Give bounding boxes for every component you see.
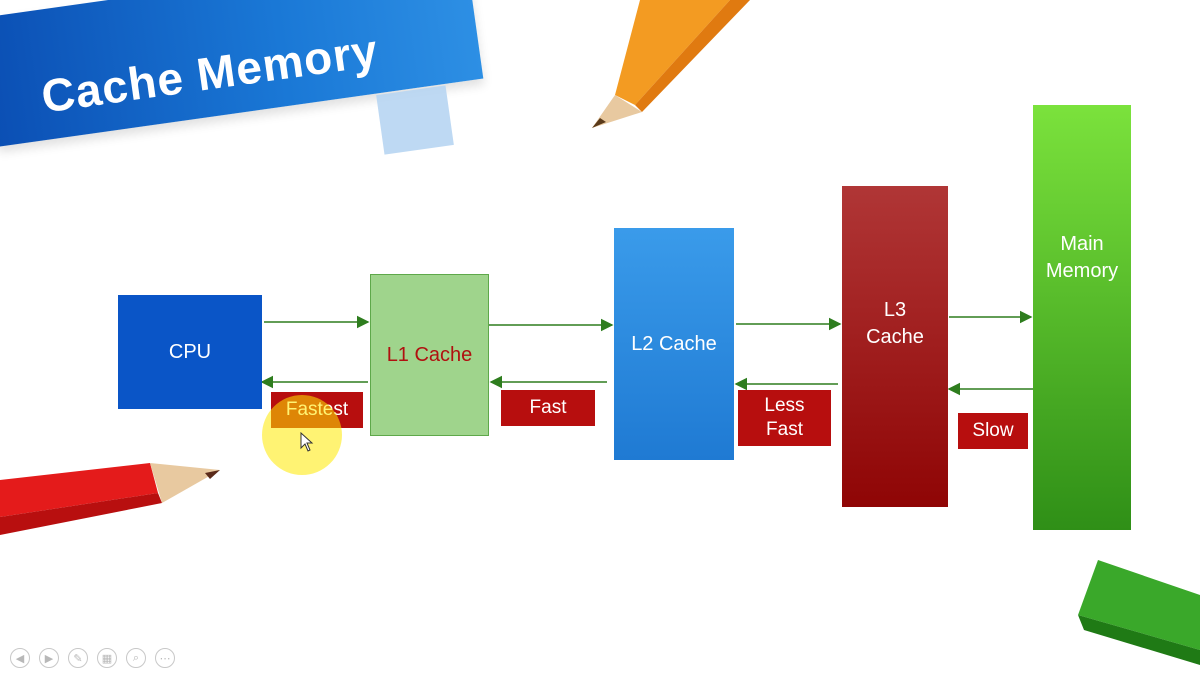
- l1-cache-block: L1 Cache: [370, 274, 489, 436]
- more-options-icon[interactable]: ⋯: [155, 648, 175, 668]
- speed-label-slow: Slow: [958, 413, 1028, 449]
- pen-icon[interactable]: ✎: [68, 648, 88, 668]
- slideshow-controls: ◀ ▶ ✎ ▦ ⌕ ⋯: [10, 648, 175, 668]
- speed-label-less-fast: Less Fast: [738, 390, 831, 446]
- cpu-block: CPU: [118, 295, 262, 409]
- slides-grid-icon[interactable]: ▦: [97, 648, 117, 668]
- next-slide-icon[interactable]: ▶: [39, 648, 59, 668]
- red-pencil-icon: [0, 463, 220, 535]
- speed-label-fast: Fast: [501, 390, 595, 426]
- orange-pencil-icon: [592, 0, 750, 128]
- previous-slide-icon[interactable]: ◀: [10, 648, 30, 668]
- l3-cache-block: L3 Cache: [842, 186, 948, 507]
- mouse-cursor-icon: [300, 432, 314, 452]
- green-pencil-icon: [1078, 560, 1200, 665]
- l2-cache-block: L2 Cache: [614, 228, 734, 460]
- zoom-icon[interactable]: ⌕: [126, 648, 146, 668]
- main-memory-block: Main Memory: [1033, 105, 1131, 530]
